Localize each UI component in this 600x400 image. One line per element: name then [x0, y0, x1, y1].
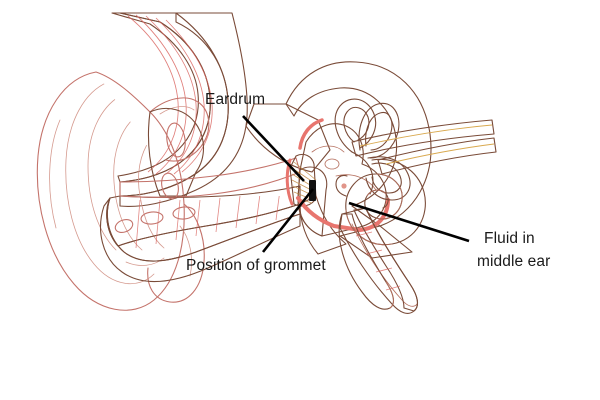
leader-lines — [242, 115, 470, 253]
eustachian-tube — [338, 207, 419, 314]
leader-position-of-grommet — [261, 188, 315, 253]
label-fluid-in-middle-ear-line2: middle ear — [477, 253, 550, 270]
inner-ear — [334, 98, 426, 246]
annotation-labels: Eardrum Position of grommet Fluid in mid… — [186, 91, 550, 274]
label-fluid-in-middle-ear-line1: Fluid in — [484, 230, 535, 247]
label-position-of-grommet: Position of grommet — [186, 257, 326, 274]
auditory-nerve — [351, 119, 497, 175]
label-eardrum: Eardrum — [205, 91, 265, 108]
canal-floor-tissue — [100, 196, 301, 283]
semicircular-canals — [334, 98, 411, 201]
pinna — [36, 71, 210, 311]
middle-ear-fluid — [297, 123, 387, 237]
leader-eardrum — [242, 115, 305, 182]
leader-fluid-in-middle-ear — [348, 201, 470, 243]
concha-tissue — [147, 107, 205, 200]
